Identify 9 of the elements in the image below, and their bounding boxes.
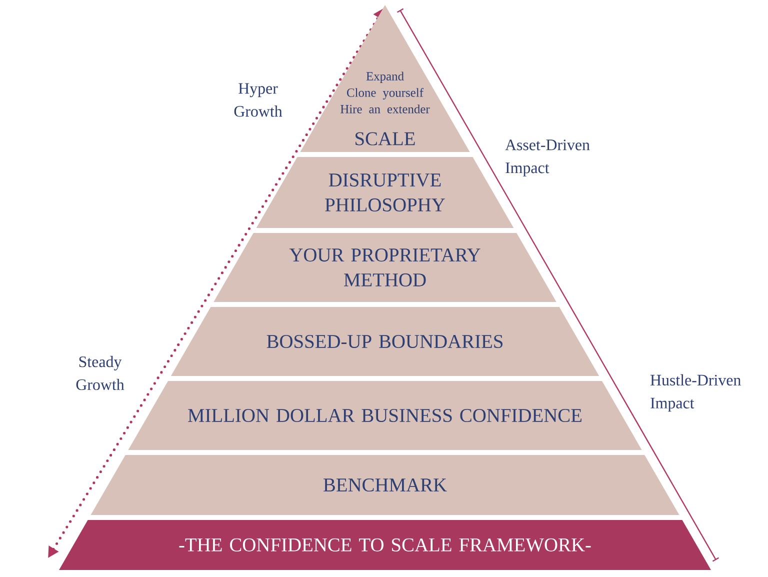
- side-label: Hyper Growth: [234, 83, 282, 117]
- pyramid-level: MILLION DOLLAR BUSINESS CONFIDENCE: [128, 381, 642, 450]
- side-label: Hustle-Driven Impact: [650, 374, 741, 412]
- pyramid-level: BENCHMARK: [90, 455, 680, 515]
- pyramid-level: BOSSED-UP BOUNDARIES: [170, 307, 600, 376]
- pyramid-level: Expand Clone yourself Hire an extender SCALE: [300, 5, 470, 152]
- pyramid-level: -THE CONFIDENCE TO SCALE FRAMEWORK-: [59, 520, 711, 570]
- side-label: Steady Growth: [76, 356, 124, 390]
- pyramid-level: YOUR PROPRIETARY METHOD: [214, 233, 556, 302]
